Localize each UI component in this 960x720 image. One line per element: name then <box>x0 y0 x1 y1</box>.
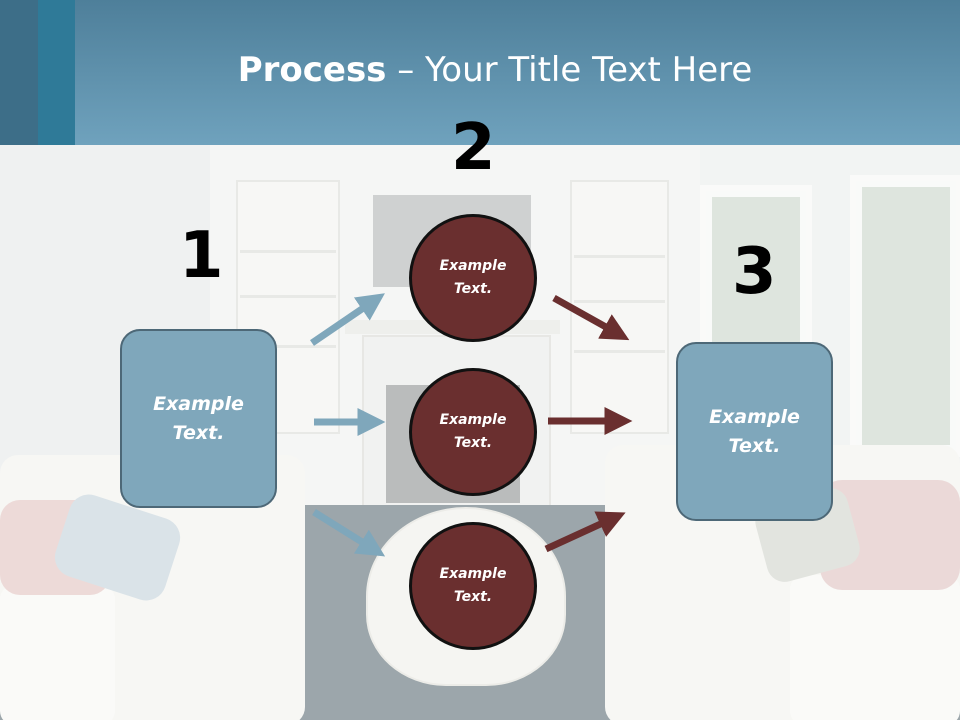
arrow-1-to-circle-3 <box>312 509 386 557</box>
arrow-circle-1-to-3 <box>552 294 630 341</box>
header-accent-stripe <box>38 0 75 145</box>
step-number-1: 1 <box>179 219 224 293</box>
step-number-2: 2 <box>451 111 496 185</box>
step-number-3: 3 <box>732 235 777 309</box>
title-bold: Process <box>237 50 387 90</box>
arrow-circle-3-to-3 <box>544 511 626 553</box>
slide-title: Process – Your Title Text Here <box>0 50 960 90</box>
title-rest: – Your Title Text Here <box>386 50 753 90</box>
arrow-1-to-circle-1 <box>310 293 385 346</box>
title-bar: Process – Your Title Text Here <box>0 0 960 145</box>
header-accent-stripe <box>0 0 38 145</box>
